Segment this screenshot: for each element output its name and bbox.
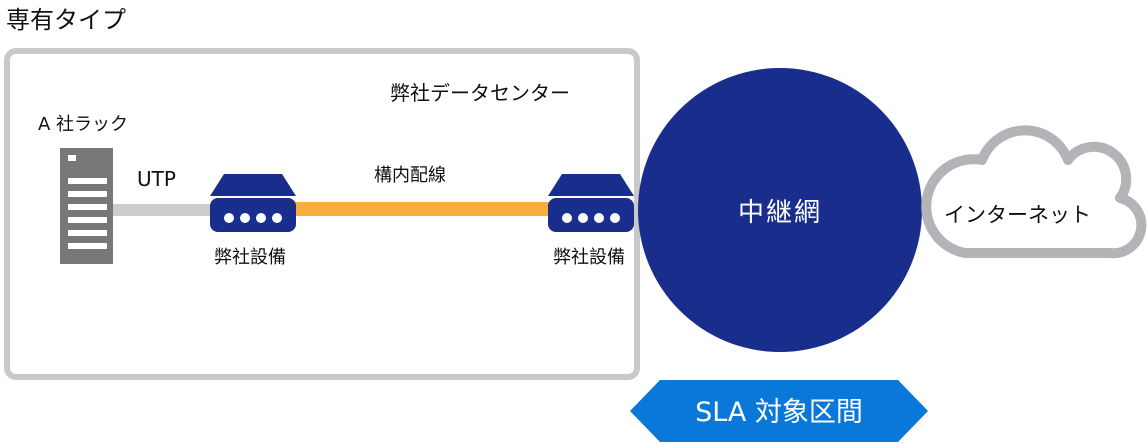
datacenter-label: 弊社データセンター	[390, 81, 570, 105]
wiring-label: 構内配線	[374, 165, 446, 186]
sla-label: SLA 対象区間	[695, 397, 863, 428]
relay-network-circle	[638, 68, 922, 352]
utp-cable	[112, 204, 212, 216]
device-icon-1	[210, 174, 296, 232]
network-label: 中継網	[737, 198, 822, 228]
device2-label: 弊社設備	[553, 247, 625, 268]
device1-label: 弊社設備	[214, 247, 286, 268]
rack-icon	[60, 148, 113, 264]
sla-range-arrow	[630, 380, 928, 442]
rack-label: A 社ラック	[38, 114, 129, 135]
utp-label: UTP	[137, 167, 176, 191]
cloud-icon	[921, 125, 1147, 259]
internet-label: インターネット	[944, 203, 1091, 227]
internal-wiring-cable	[294, 202, 552, 216]
diagram-title: 専有タイプ	[6, 6, 126, 34]
device-icon-2	[548, 174, 634, 232]
dedicated-type-box	[4, 48, 640, 380]
